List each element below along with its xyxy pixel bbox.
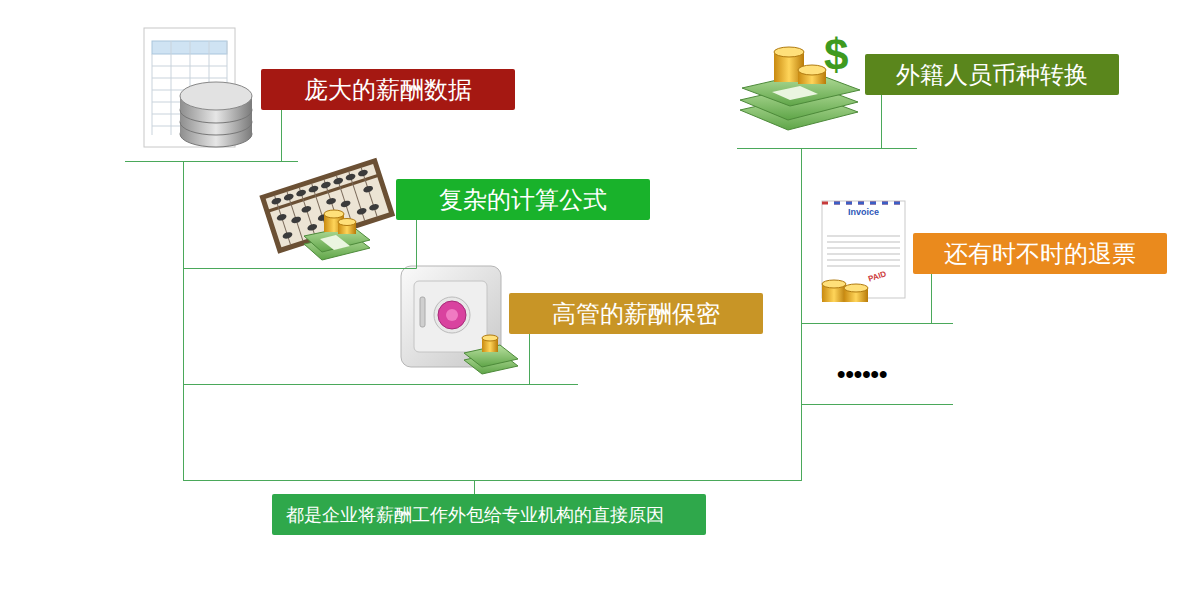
icon-part [340,199,351,208]
icon-part [434,297,470,333]
icon-part [401,266,501,367]
icon-part [827,254,900,255]
icon-part [774,47,804,57]
icon-part [798,65,826,75]
icon-part [822,201,905,298]
icon-part [438,301,466,329]
icon-part [362,185,373,194]
tree-lines [125,149,953,405]
reason-box: 庞大的薪酬数据 [261,69,515,110]
icon-part [320,181,331,190]
icon-part [446,309,458,321]
icon-part [276,213,287,222]
icon-part [267,175,379,211]
safe-icon [401,266,518,374]
reason-box: 还有时不时的退票 [913,233,1167,274]
invoice-icon [822,201,905,302]
box-text: 复杂的计算公式 [439,184,607,216]
box-text: 外籍人员币种转换 [896,59,1088,91]
icon-part [152,78,227,79]
box-text: 都是企业将薪酬工作外包给专业机构的直接原因 [286,503,664,527]
icon-part [827,242,900,243]
paid-stamp: PAID [867,269,887,283]
icon-part [180,82,252,110]
icon-part [171,41,172,135]
icon-part [420,297,425,327]
icon-part [271,197,282,206]
reason-box: 外籍人员币种转换 [865,54,1119,95]
icon-part [827,248,900,249]
icon-part [345,173,356,182]
connector [475,274,932,494]
connector [184,220,475,494]
ellipsis-label: •••••• [837,360,887,388]
icon-part [338,219,356,226]
icon-part [307,223,318,232]
icon-part [414,281,487,352]
dollar-sign: $ [824,30,848,80]
reason-box: 高管的薪酬保密 [509,293,763,334]
icon-part [357,169,368,178]
icon-part [295,189,306,198]
icon-part [772,86,818,100]
icon-part [301,205,312,214]
icon-part [333,177,344,186]
icon-part [368,203,379,212]
box-text: 还有时不时的退票 [944,238,1136,270]
database-icon [144,28,252,147]
money-icon [304,210,370,260]
icon-part [282,231,293,240]
icon-part [801,404,953,405]
icon-part [325,197,336,206]
invoice-title: Invoice [848,207,879,217]
icon-part [827,266,900,267]
box-text: 高管的薪酬保密 [552,298,720,330]
icon-part [844,284,868,292]
icon-part [290,216,301,225]
icon-part [324,210,344,218]
box-text: 庞大的薪酬数据 [304,74,472,106]
icon-part [827,260,900,261]
icon-part [356,207,367,216]
icon-part [482,335,498,341]
icon-part [308,185,319,194]
reason-box: 复杂的计算公式 [396,179,650,220]
connector [184,334,530,494]
connector [475,95,882,494]
icon-part [827,236,900,266]
icon-part [828,202,905,205]
icon-part [320,235,350,250]
conclusion-box: 都是企业将薪酬工作外包给专业机构的直接原因 [272,494,706,535]
icon-part [152,66,227,67]
icon-part [271,169,380,240]
icon-part [822,202,905,205]
icon-part [822,280,846,288]
icon-part [283,193,294,202]
connector [184,110,475,494]
icon-part [827,236,900,237]
